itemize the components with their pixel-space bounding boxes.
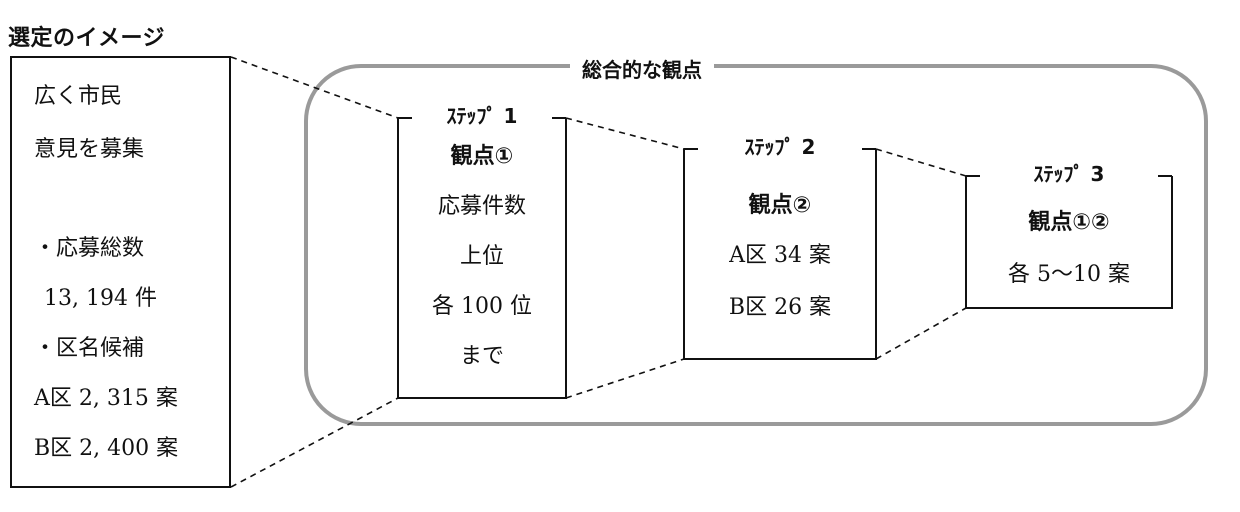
step2-box: ｽﾃｯﾌﾟ 2 観点② A区 34 案 B区 26 案	[684, 131, 876, 359]
step2-line: B区 26 案	[728, 295, 832, 320]
diagram-title: 選定のイメージ	[8, 26, 166, 51]
overall-container	[304, 64, 1208, 426]
connector-step1-step2-bottom	[565, 358, 685, 399]
step3-box: ｽﾃｯﾌﾟ 3 観点①② 各 5〜10 案	[966, 158, 1172, 308]
step3-label: ｽﾃｯﾌﾟ 3	[1021, 158, 1117, 187]
summary-line: ・区名候補	[34, 336, 145, 361]
step1-line: 各 100 位	[432, 294, 532, 319]
summary-box: 広く市民 意見を募集 ・応募総数 13, 194 件 ・区名候補 A区 2, 3…	[10, 56, 231, 488]
step1-line: 応募件数	[437, 194, 526, 219]
connector-summary-step1-bottom	[230, 397, 399, 488]
summary-line: ・応募総数	[34, 236, 145, 261]
dashed-connectors	[230, 56, 967, 488]
connector-summary-step1-top	[230, 56, 399, 119]
summary-line: B区 2, 400 案	[34, 436, 179, 461]
overall-label: 総合的な観点	[570, 54, 714, 83]
step2-label: ｽﾃｯﾌﾟ 2	[732, 131, 828, 160]
step1-line: まで	[459, 344, 504, 369]
connector-step1-step2-top	[565, 117, 685, 150]
summary-line: 広く市民	[34, 84, 123, 109]
step1-viewpoint: 観点①	[450, 144, 514, 169]
step3-line: 各 5〜10 案	[1008, 262, 1130, 287]
connector-step2-step3-bottom	[875, 307, 967, 360]
step3-viewpoint: 観点①②	[1028, 210, 1110, 235]
step1-box: ｽﾃｯﾌﾟ 1 観点① 応募件数 上位 各 100 位 まで	[398, 100, 566, 398]
step1-label: ｽﾃｯﾌﾟ 1	[434, 100, 530, 129]
summary-line: 13, 194 件	[44, 286, 157, 311]
step3-border	[965, 175, 1173, 309]
step2-viewpoint: 観点②	[748, 193, 812, 218]
summary-line: 意見を募集	[34, 137, 145, 162]
connector-step2-step3-top	[875, 148, 967, 177]
step1-line: 上位	[459, 244, 504, 269]
step1-border	[397, 117, 567, 399]
summary-line: A区 2, 315 案	[34, 386, 178, 411]
step2-border	[683, 148, 877, 360]
step2-line: A区 34 案	[729, 243, 831, 268]
